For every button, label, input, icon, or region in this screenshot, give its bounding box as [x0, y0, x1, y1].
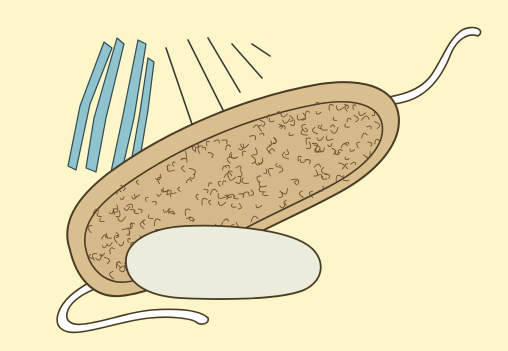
spore-body: [126, 226, 321, 299]
